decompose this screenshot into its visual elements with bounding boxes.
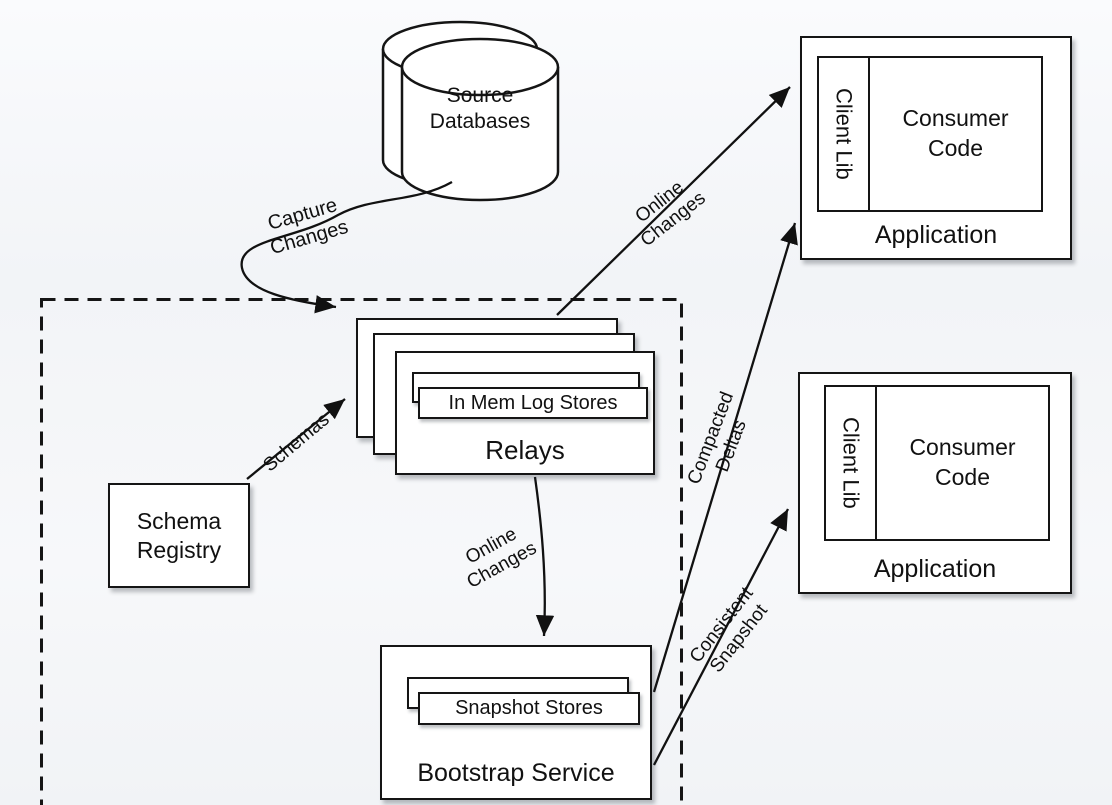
snapshot-store-label: Snapshot Stores [455,697,603,719]
client-lib-label-bottom: Client Lib [838,417,864,509]
compacted-deltas-arrow [652,222,798,693]
log-store-box-front: In Mem Log Stores [418,387,648,419]
database-cylinder-front [400,37,560,202]
relay-box-front: In Mem Log Stores Relays [395,351,655,475]
consumer-code-area-bottom: Consumer Code [877,387,1048,539]
cluster-dashed-border [40,298,683,805]
online-changes-arrow-top [556,86,791,316]
schema-registry-label: Schema Registry [136,507,222,563]
snapshot-store-box-front: Snapshot Stores [418,692,640,725]
log-store-label: In Mem Log Stores [448,391,618,414]
application-label-top: Application [874,221,998,249]
client-lib-label-top: Client Lib [831,88,857,180]
client-lib-strip-top: Client Lib [819,58,870,210]
consumer-code-label-top: Consumer Code [902,105,1009,161]
consumer-code-label-bottom: Consumer Code [909,434,1016,490]
application-box-bottom: Client Lib Consumer Code Application [798,372,1072,594]
consistent-snapshot-arrow [652,508,790,766]
application-top-inner: Client Lib Consumer Code [817,56,1043,212]
application-label-bottom: Application [873,555,997,583]
schemas-arrow [246,398,346,480]
consumer-code-area-top: Consumer Code [870,58,1041,210]
application-box-top: Client Lib Consumer Code Application [800,36,1072,260]
client-lib-strip-bottom: Client Lib [826,387,877,539]
schema-registry-box: Schema Registry [108,483,250,588]
capture-changes-arrow [240,180,453,314]
source-databases-label: Source Databases [429,83,531,133]
bootstrap-service-box: Snapshot Stores Bootstrap Service [380,645,652,800]
application-bottom-inner: Client Lib Consumer Code [824,385,1050,541]
bootstrap-service-label: Bootstrap Service [417,759,615,787]
relays-label: Relays [485,435,565,465]
online-changes-arrow-mid [533,476,555,637]
